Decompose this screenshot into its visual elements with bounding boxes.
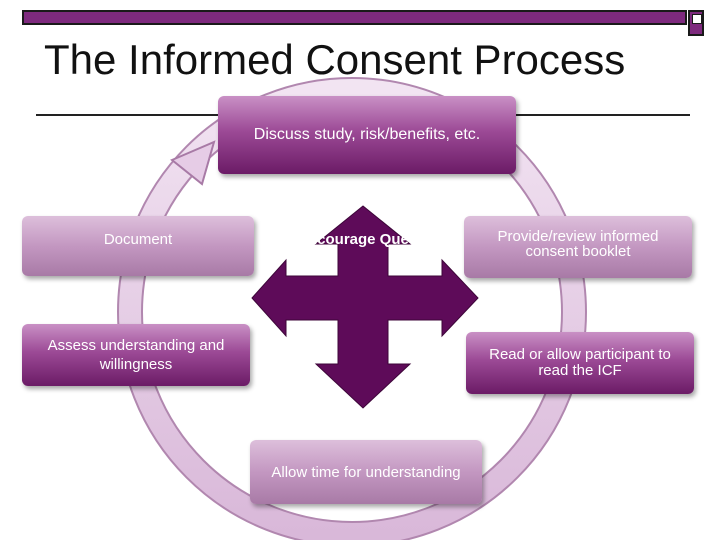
step-read-box: Read or allow participant to read the IC… <box>466 332 694 394</box>
slide-title: The Informed Consent Process <box>44 36 626 83</box>
step-allow-time-box: Allow time for understanding <box>250 440 482 504</box>
step-assess-label: Assess understanding and willingness <box>47 337 225 373</box>
center-four-way-arrow <box>251 205 479 409</box>
step-discuss-label: Discuss study, risk/benefits, etc. <box>253 126 481 143</box>
header-bar <box>22 10 687 25</box>
cycle-arrowhead <box>170 140 216 186</box>
step-document-label: Document <box>103 231 173 248</box>
step-read-label: Read or allow participant to read the IC… <box>489 346 671 379</box>
corner-ornament <box>688 10 704 36</box>
step-provide-box: Provide/review informed consent booklet <box>464 216 692 278</box>
step-discuss-box: Discuss study, risk/benefits, etc. <box>218 96 516 174</box>
step-allow-time-label: Allow time for understanding <box>271 463 461 481</box>
step-assess-box: Assess understanding and willingness <box>22 324 250 386</box>
center-label: Encourage Questions <box>310 231 412 248</box>
step-provide-label: Provide/review informed consent booklet <box>497 228 659 260</box>
cycle-ring-fill <box>119 79 585 540</box>
step-document-box: Document <box>22 216 254 276</box>
